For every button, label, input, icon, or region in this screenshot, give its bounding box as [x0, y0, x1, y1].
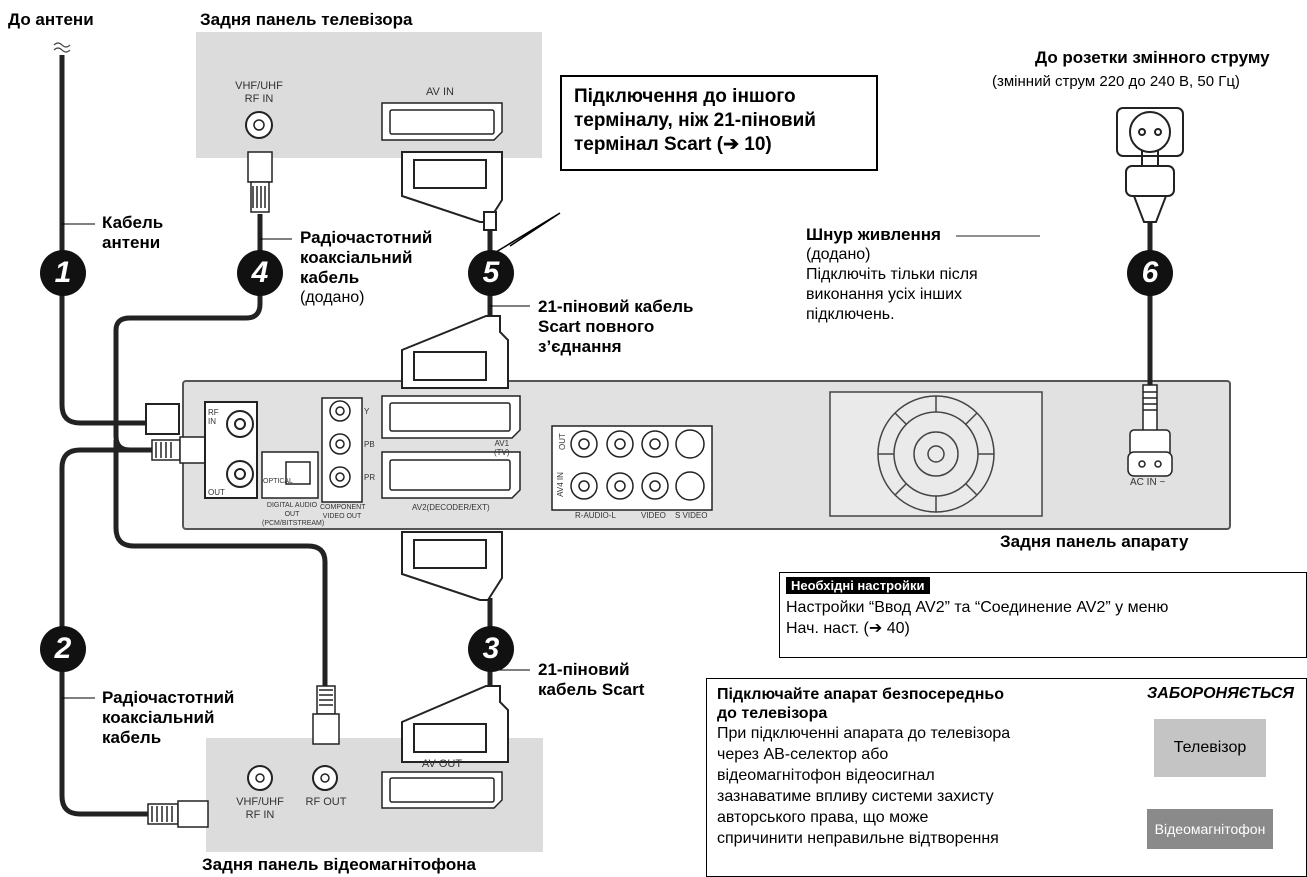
antenna-label: До антени	[8, 10, 94, 29]
antenna-cable	[59, 55, 148, 426]
unit-rf-jacks	[204, 401, 258, 499]
rf-plug-vcr-out	[312, 685, 340, 745]
step-badge-2: 2	[40, 626, 86, 672]
unit-av1-socket	[381, 395, 521, 439]
scart-alternative-callout: Підключення до іншого терміналу, ніж 21-…	[560, 75, 878, 171]
required-settings-line-1: Настройки “Ввод AV2” та “Соединение AV2”…	[786, 599, 1169, 616]
unit-svideo-label: S VIDEO	[675, 511, 708, 520]
required-settings-heading: Необхідні настройки	[786, 577, 930, 594]
scart-plug-unit-av1	[401, 315, 509, 389]
rf-cable-vcr-out	[113, 440, 328, 690]
scart-plug-tv	[401, 151, 503, 231]
tv-av-in-label: AV IN	[426, 86, 454, 98]
unit-optical-out	[261, 451, 319, 499]
forbidden-vcr-box: Відеомагнітофон	[1147, 809, 1273, 849]
unit-audio-label: R-AUDIO-L	[575, 511, 616, 520]
ac-spec-label: (змінний струм 220 до 240 В, 50 Гц)	[992, 73, 1240, 90]
forbidden-tag: ЗАБОРОНЯЄТЬСЯ	[1147, 685, 1294, 702]
unit-rf-out-label: OUT	[208, 488, 225, 497]
vcr-rf-out-label: RF OUT	[305, 796, 347, 808]
vcr-back-label: Задня панель відеомагнітофона	[202, 855, 476, 874]
warning-title-2: до телевізора	[717, 705, 828, 722]
unit-pb-label: PB	[364, 440, 375, 449]
unit-pr-label: PR	[364, 473, 376, 482]
unit-av2-label: AV2(DECODER/EXT)	[412, 503, 490, 512]
step-badge-5: 5	[468, 250, 514, 296]
unit-av-jacks	[551, 425, 713, 511]
step-badge-6: 6	[1127, 250, 1173, 296]
ac-in-plug	[1129, 384, 1171, 457]
forbidden-tv-box: Телевізор	[1154, 719, 1266, 777]
vcr-av-out-label: AV OUT	[421, 758, 463, 770]
rf-plug-vcr-in	[147, 800, 209, 828]
unit-av4in-label: AV4 IN	[555, 472, 565, 497]
unit-optical-label: OPTICAL	[263, 478, 293, 485]
unit-back-label: Задня панель апарату	[1000, 532, 1189, 551]
ac-in-socket	[1127, 451, 1173, 477]
rf-coax-top-label: Радіочастотний коаксіальний кабель (дода…	[300, 228, 433, 306]
scart-plug-vcr	[401, 685, 509, 763]
unit-out-label: OUT	[557, 433, 567, 450]
warning-title-1: Підключайте апарат безпосередньо	[717, 686, 1004, 703]
required-settings-line-2: Нач. наст. (➔ 40)	[786, 620, 910, 637]
tv-av-in-socket	[381, 102, 503, 141]
unit-ac-in-label: AC IN ~	[1130, 477, 1166, 488]
rf-plug-unit-out	[151, 436, 209, 464]
tv-back-label: Задня панель телевізора	[200, 10, 413, 29]
ac-outlet-icon	[1116, 107, 1184, 157]
unit-video-label: VIDEO	[641, 511, 666, 520]
vcr-av-out-socket	[381, 771, 503, 809]
unit-av1-label: AV1(TV)	[494, 439, 510, 457]
power-plug-icon	[1125, 150, 1175, 223]
step-badge-1: 1	[40, 250, 86, 296]
scart-plug-unit-av2	[401, 531, 503, 601]
required-settings-box: Необхідні настройки Настройки “Ввод AV2”…	[779, 572, 1307, 658]
fan-grille-icon	[829, 391, 1043, 517]
rf-coax-bottom-label: Радіочастотний коаксіальний кабель	[102, 688, 235, 747]
antenna-icon	[53, 42, 71, 53]
warning-body-2: через АВ-селектор або	[717, 746, 889, 763]
callout-pointer	[495, 212, 561, 253]
direct-connection-warning: Підключайте апарат безпосередньо до теле…	[706, 678, 1307, 877]
warning-body-1: При підключенні апарата до телевізора	[717, 725, 1011, 742]
warning-body-6: спричинити неправильне відтворення	[717, 830, 999, 847]
warning-body-3: відеомагнітофон відеосигнал	[717, 767, 935, 784]
unit-av2-socket	[381, 451, 521, 499]
step-badge-3: 3	[468, 626, 514, 672]
rf-cable-tv	[113, 214, 263, 453]
warning-body-4: зазнаватиме впливу системи захисту	[717, 788, 994, 805]
rf-plug-tv	[247, 151, 273, 213]
antenna-plug	[145, 403, 180, 435]
warning-body-5: авторського права, що може	[717, 809, 929, 826]
scart-bottom-label: 21-піновий кабель Scart	[538, 660, 645, 699]
step-badge-4: 4	[237, 250, 283, 296]
power-cord-label: Шнур живлення (додано) Підключіть тільки…	[806, 225, 978, 323]
unit-component-out	[321, 397, 363, 503]
scart-full-label: 21-піновий кабель Scart повного з’єднанн…	[538, 297, 694, 356]
unit-y-label: Y	[364, 407, 370, 416]
unit-digital-audio-label: DIGITAL AUDIO OUT(PCM/BITSTREAM)	[262, 502, 325, 527]
ac-outlet-label: До розетки змінного струму	[1035, 48, 1270, 67]
